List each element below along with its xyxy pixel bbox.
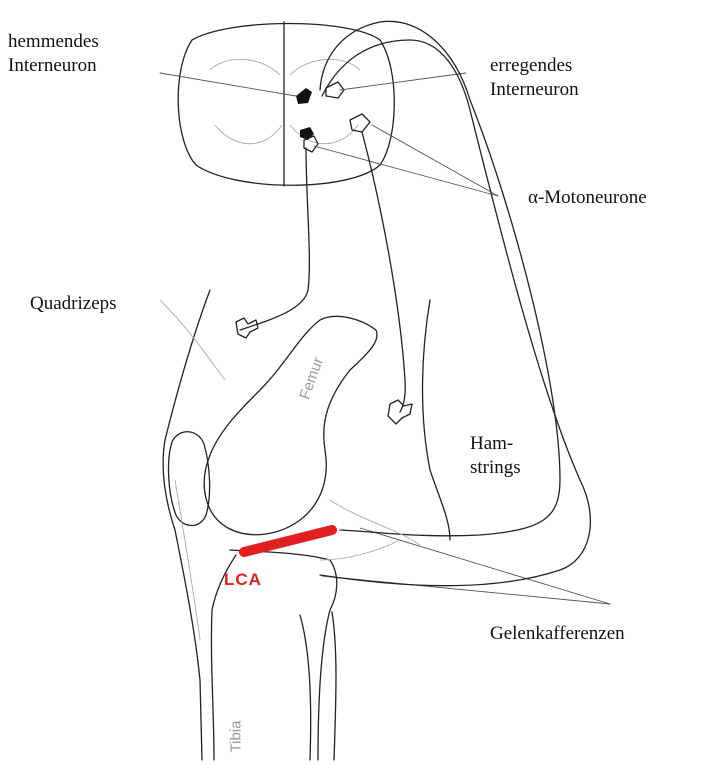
inhibitory-interneuron-cell <box>296 88 312 104</box>
alpha-motoneurons-label: α-Motoneurone <box>528 186 647 210</box>
joint-afferents-label: Gelenkafferenzen <box>490 622 625 646</box>
spinal-cord-section <box>178 22 394 186</box>
motoneuron-cell-upper <box>350 114 370 132</box>
nerve-fibers <box>240 21 590 585</box>
excitatory-interneuron-label: erregendes Interneuron <box>490 54 579 102</box>
lca-label: LCA <box>224 570 262 590</box>
hamstrings-label: Ham- strings <box>470 432 521 480</box>
inhibitory-motoneuron-cell <box>300 127 314 140</box>
inhibitory-interneuron-label: hemmendes Interneuron <box>8 30 99 78</box>
lca-ligament <box>244 530 332 552</box>
quadriceps-label: Quadrizeps <box>30 292 117 316</box>
label-pointers <box>160 73 610 604</box>
tibia-label: Tibia <box>227 721 244 753</box>
leg-anatomy <box>160 290 450 760</box>
